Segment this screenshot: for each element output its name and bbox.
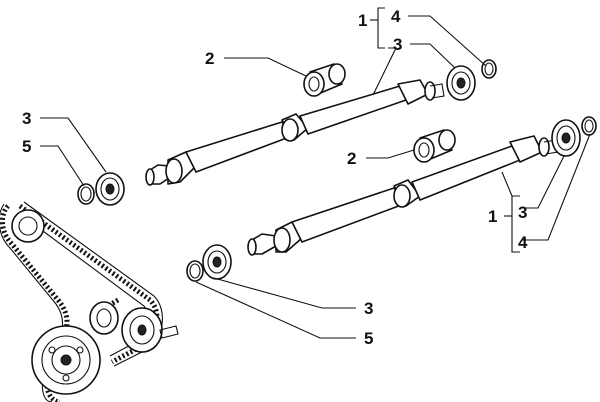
lower-bearing-right: [551, 119, 581, 157]
upper-balance-shaft: [145, 79, 445, 186]
upper-group-bracket: [377, 7, 385, 49]
lower-balance-shaft: [247, 135, 559, 256]
timing-belt-assembly: [0, 201, 179, 402]
callout-lower-seal-ring-right: 4: [518, 233, 528, 252]
upper-bearing-right: [446, 65, 476, 101]
lower-group-bracket: [511, 195, 520, 253]
small-pulley-top: [11, 209, 45, 243]
callout-lower-bushing: 2: [347, 149, 356, 168]
lower-seal-ring-left: [186, 260, 204, 282]
callout-lower-shaft-group: 1: [488, 207, 497, 226]
callout-upper-bearing-left: 3: [22, 109, 31, 128]
large-pulley: [31, 325, 101, 395]
callout-lower-bearing-left: 3: [364, 299, 373, 318]
leader-lines: [40, 7, 591, 339]
callout-lower-bearing-right: 3: [518, 203, 527, 222]
tensioner-pulley: [121, 307, 179, 353]
callout-lower-seal-ring-left: 5: [364, 329, 373, 348]
upper-seal-ring-left: [77, 183, 95, 205]
callout-labels: 1 4 3 2 3 5 2 1 3 4 3 5: [22, 7, 528, 348]
middle-pulley: [89, 301, 119, 335]
lower-seal-ring-right: [581, 116, 597, 136]
upper-bushing: [303, 63, 346, 97]
upper-bearing-left: [95, 172, 125, 206]
callout-upper-bearing-right: 3: [393, 35, 402, 54]
callout-upper-shaft-group: 1: [358, 11, 367, 30]
lower-bushing: [413, 129, 456, 163]
callout-upper-bushing: 2: [205, 49, 214, 68]
callout-upper-seal-ring-left: 5: [22, 137, 31, 156]
callout-upper-seal-ring: 4: [391, 7, 401, 26]
lower-bearing-left: [202, 244, 232, 280]
upper-seal-ring-right: [481, 59, 497, 79]
